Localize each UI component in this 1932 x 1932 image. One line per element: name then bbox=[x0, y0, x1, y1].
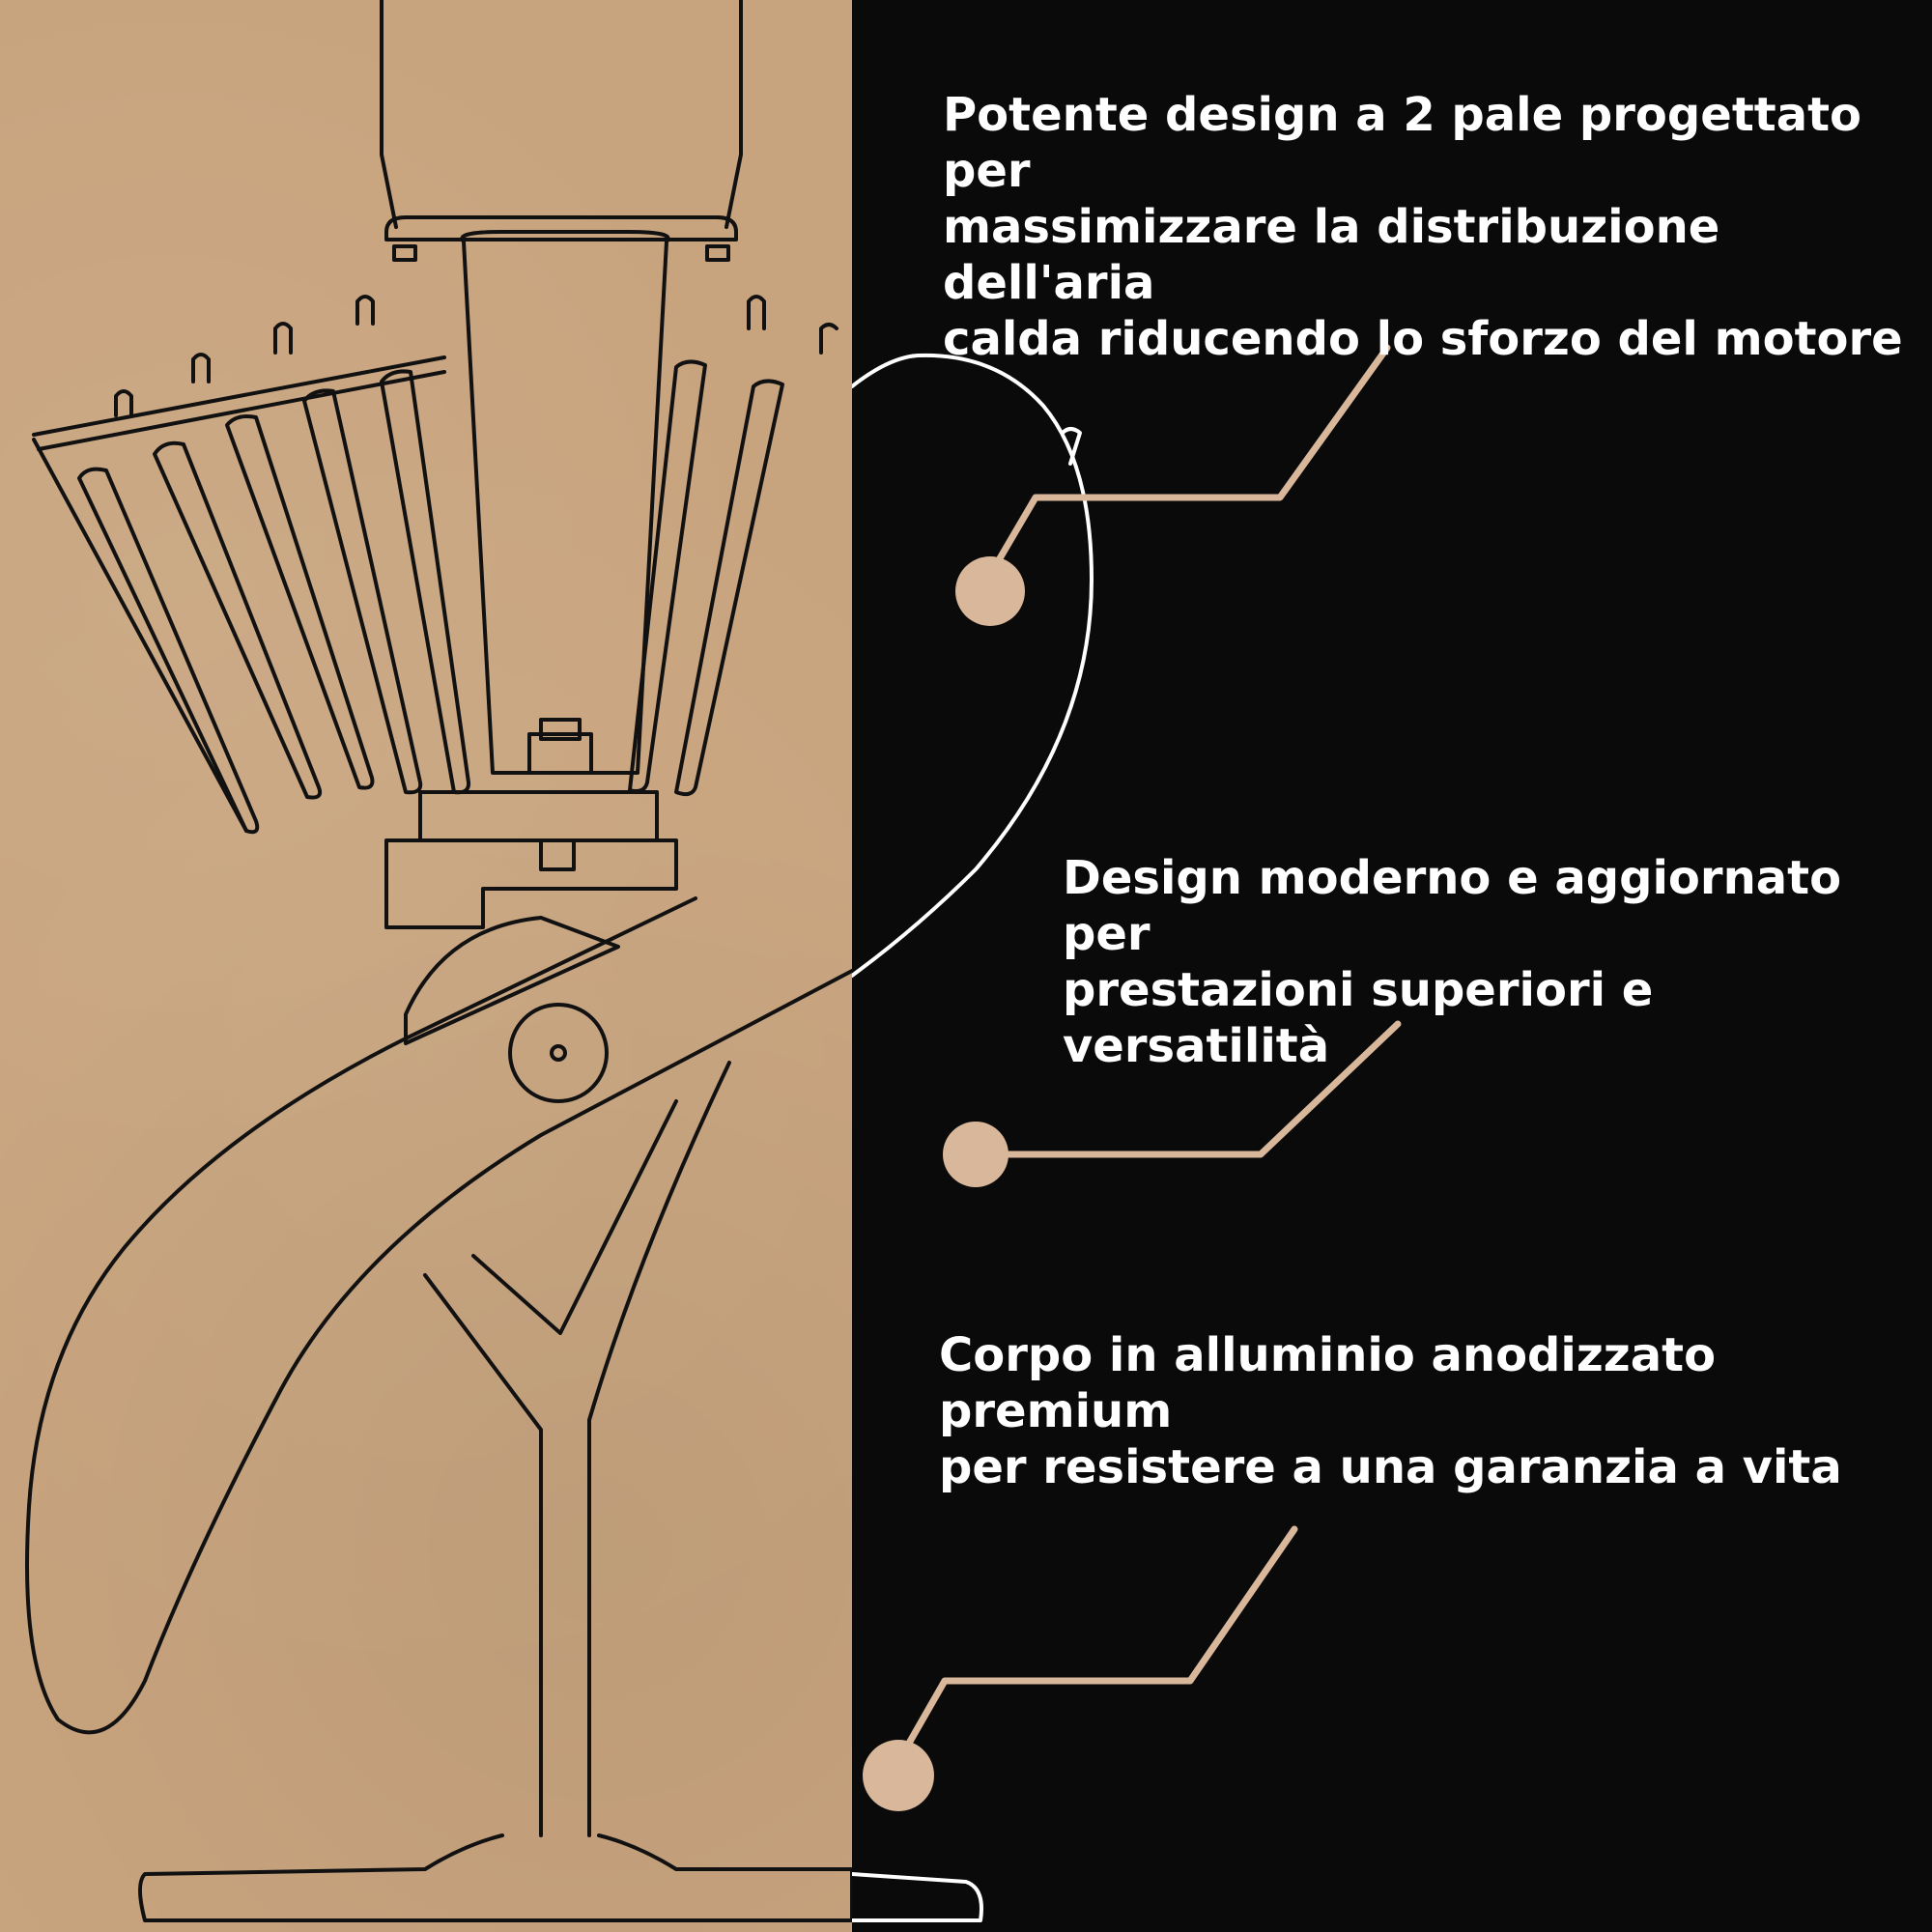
hub-center bbox=[550, 1044, 567, 1062]
stand-foot bbox=[138, 1833, 852, 1922]
callout-dot-1 bbox=[955, 556, 1025, 626]
handle-outline bbox=[380, 0, 743, 229]
black-panel bbox=[852, 0, 1932, 1932]
motor-cap-top bbox=[539, 718, 582, 741]
fan-outline-dark bbox=[25, 0, 852, 1922]
fin-4 bbox=[302, 388, 423, 795]
mount-bracket bbox=[384, 838, 678, 929]
callout-line-3 bbox=[899, 1525, 1298, 1757]
fin-teeth bbox=[114, 295, 838, 417]
caption-aluminium-body: Corpo in alluminio anodizzato premium pe… bbox=[939, 1328, 1842, 1494]
callouts bbox=[899, 344, 1402, 1757]
handle-clip-right bbox=[705, 244, 730, 262]
fin-5 bbox=[380, 369, 471, 795]
fin-3 bbox=[225, 414, 375, 790]
screw-head bbox=[539, 838, 576, 871]
fin-7 bbox=[674, 379, 784, 797]
mount-block bbox=[418, 790, 659, 842]
kraft-paper-panel bbox=[0, 0, 852, 1932]
callout-dot-3 bbox=[863, 1740, 934, 1811]
callout-line-2 bbox=[974, 1020, 1402, 1158]
stand-foot-tip bbox=[852, 1872, 983, 1922]
motor-cap bbox=[527, 732, 593, 775]
fin-base bbox=[32, 355, 446, 451]
fin-2 bbox=[153, 440, 323, 800]
callout-dot-2 bbox=[943, 1122, 1009, 1187]
hub-ring bbox=[508, 1003, 609, 1103]
callout-line-1 bbox=[989, 344, 1391, 574]
caption-blade-design: Potente design a 2 pale progettato per m… bbox=[943, 88, 1903, 366]
hub-housing bbox=[404, 916, 620, 1045]
fin-1 bbox=[77, 467, 260, 835]
fan-outline-light bbox=[852, 353, 1094, 1922]
stand-legs bbox=[423, 1061, 731, 1837]
motor-cylinder bbox=[460, 230, 670, 775]
caption-modern-design: Design moderno e aggiornato per prestazi… bbox=[1063, 851, 1842, 1073]
blade-tab bbox=[1061, 427, 1082, 466]
lower-blade bbox=[25, 896, 852, 1735]
handle-clip-left bbox=[392, 244, 417, 262]
handle-bar bbox=[384, 215, 738, 242]
fin-edge bbox=[32, 438, 248, 833]
upper-blade bbox=[852, 353, 1094, 978]
